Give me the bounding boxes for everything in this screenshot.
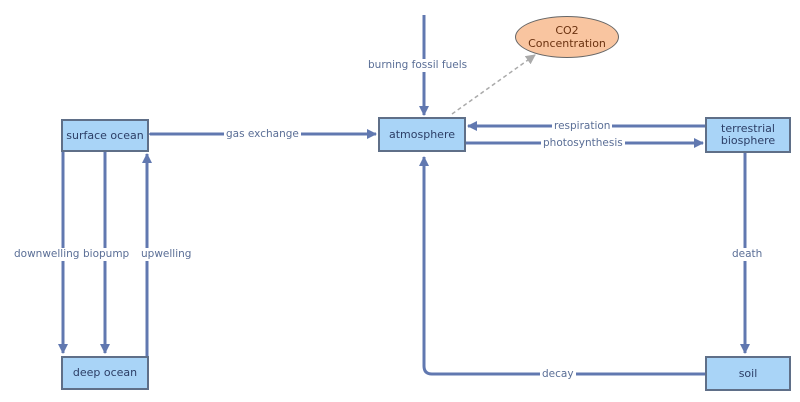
co2-label-line2: Concentration — [528, 37, 606, 50]
respiration-label: respiration — [552, 120, 613, 133]
terrestrial-biosphere-label-line1: terrestrial — [721, 122, 775, 135]
atmosphere-node[interactable]: atmosphere — [378, 117, 466, 152]
photosynthesis-label: photosynthesis — [541, 137, 625, 150]
surface-ocean-node[interactable]: surface ocean — [61, 119, 149, 152]
co2-concentration-node[interactable]: CO2 Concentration — [515, 16, 619, 58]
terrestrial-biosphere-node[interactable]: terrestrial biosphere — [705, 117, 791, 153]
deep-ocean-node[interactable]: deep ocean — [61, 356, 149, 390]
surface-ocean-label: surface ocean — [66, 128, 144, 142]
burning-fossil-fuels-label: burning fossil fuels — [366, 59, 470, 72]
death-label: death — [730, 248, 765, 261]
soil-label: soil — [738, 366, 758, 380]
co2-label-line1: CO2 — [555, 24, 579, 37]
deep-ocean-label: deep ocean — [72, 366, 138, 379]
gas-exchange-label: gas exchange — [224, 128, 301, 141]
downwelling-label: downwelling — [12, 248, 82, 261]
upwelling-label: upwelling — [139, 248, 194, 261]
decay-arrow — [419, 156, 705, 376]
soil-node[interactable]: soil — [705, 356, 791, 391]
atmosphere-label: atmosphere — [389, 127, 455, 141]
decay-label: decay — [540, 368, 576, 381]
terrestrial-biosphere-label-line2: biosphere — [720, 134, 776, 147]
co2-dashed-arrow — [451, 54, 536, 115]
biopump-label: biopump — [81, 248, 132, 261]
